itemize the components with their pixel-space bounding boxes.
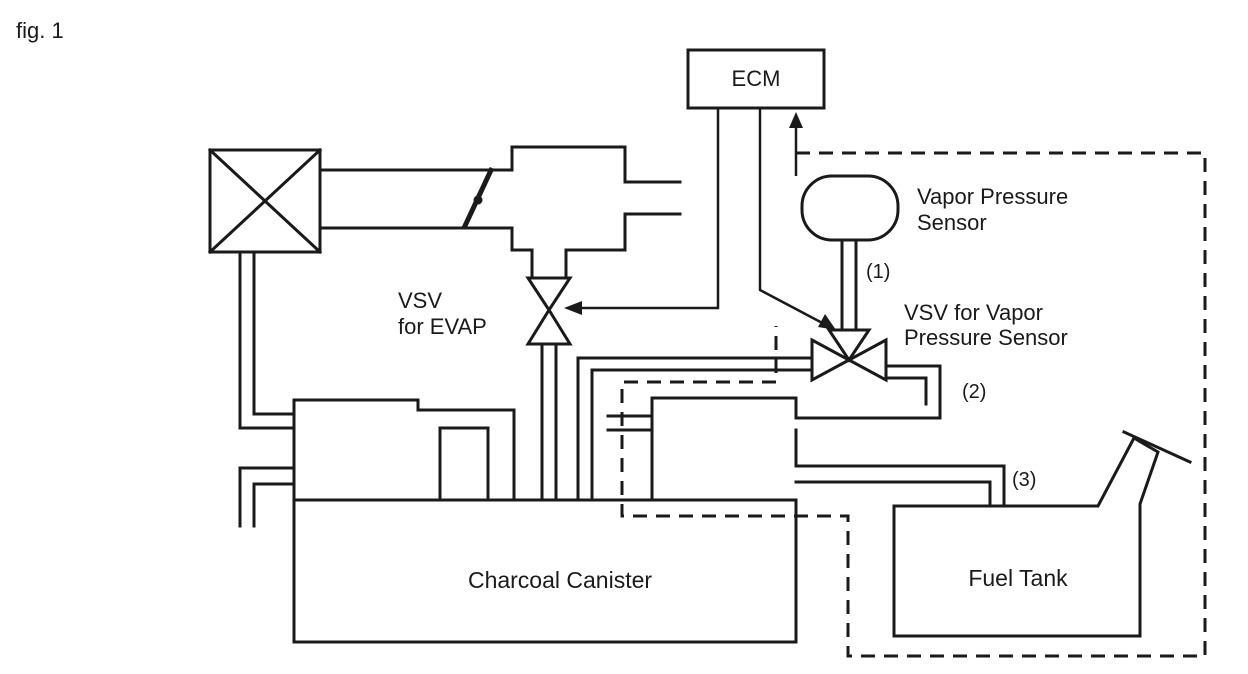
sensor-to-ecm-signal	[789, 112, 803, 176]
vsv-vapor-label-1: VSV for Vapor	[904, 300, 1043, 325]
fuel-tank	[892, 430, 1192, 638]
passage-3-label: (3)	[1012, 469, 1036, 491]
canister-to-vsv-vapor-line	[576, 356, 814, 502]
passage-2-label: (2)	[962, 381, 986, 403]
charcoal-canister-label: Charcoal Canister	[468, 567, 652, 593]
atmosphere-vent-pipe	[238, 466, 296, 528]
charcoal-canister	[292, 498, 798, 644]
canister-stub-pipe	[606, 414, 654, 432]
ecm-to-vsv-vapor-signal	[758, 108, 836, 330]
ecm-label: ECM	[732, 66, 781, 91]
passage-2	[650, 364, 942, 502]
intake-manifold	[510, 145, 682, 252]
air-cleaner-to-canister-line	[238, 250, 296, 430]
vsv-evap-label-2: for EVAP	[398, 314, 487, 339]
fuel-tank-label: Fuel Tank	[968, 565, 1068, 591]
intake-duct	[318, 168, 514, 230]
passage-3	[794, 428, 1006, 508]
purge-line	[540, 342, 558, 502]
throttle-valve-icon	[461, 166, 495, 230]
vsv-vapor-icon	[810, 328, 888, 383]
ecm-box	[686, 48, 826, 110]
figure-label: fig. 1	[16, 18, 64, 43]
vsv-evap-icon	[525, 248, 573, 346]
vsv-evap-label-1: VSV	[398, 288, 442, 313]
air-cleaner-icon	[207, 147, 323, 255]
vapor-pressure-sensor-label-2: Sensor	[917, 210, 987, 235]
ecm-to-vsv-evap-signal	[564, 108, 720, 315]
canister-upper-chamber	[292, 398, 516, 502]
canister-inner-chamber	[438, 426, 490, 502]
vsv-vapor-label-2: Pressure Sensor	[904, 325, 1068, 350]
vapor-pressure-sensor-label-1: Vapor Pressure	[917, 184, 1068, 209]
passage-1	[840, 238, 858, 332]
dashed-boundary	[620, 151, 1207, 658]
vapor-pressure-sensor-icon	[800, 174, 900, 242]
passage-1-label: (1)	[866, 261, 890, 283]
